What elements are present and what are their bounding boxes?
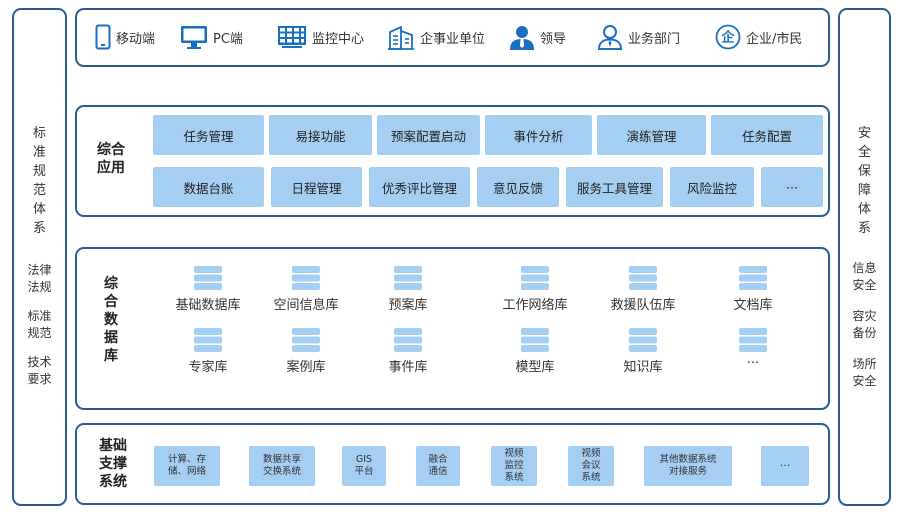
infra-converged-communication[interactable]: 融合通信 [416, 446, 460, 486]
infra-compute-storage-network[interactable]: 计算、存储、网络 [154, 446, 220, 486]
client-pc: PC端 [180, 22, 243, 52]
database-row1-item-1[interactable]: 空间信息库 [251, 265, 361, 313]
database-label: 基础数据库 [175, 298, 241, 313]
database-icon [739, 266, 767, 290]
database-row1-item-2[interactable]: 预案库 [353, 265, 463, 313]
app-more[interactable]: ··· [761, 167, 823, 207]
app-risk-monitoring[interactable]: 风险监控 [670, 167, 754, 207]
app-task-management[interactable]: 任务管理 [153, 115, 264, 155]
database-icon [629, 328, 657, 352]
app-drill-management[interactable]: 演练管理 [597, 115, 706, 155]
mobile-icon [95, 24, 111, 50]
database-row2-item-2[interactable]: 事件库 [353, 327, 463, 375]
monitor-grid-icon [278, 26, 306, 48]
infra-other-data-integration[interactable]: 其他数据系统对接服务 [644, 446, 732, 486]
infra-video-conference[interactable]: 视频会议系统 [568, 446, 614, 486]
standards-specs-label: 标准 规范 [27, 309, 52, 340]
database-icon [194, 328, 222, 352]
database-label: 案例库 [286, 360, 326, 375]
infra-data-sharing-exchange[interactable]: 数据共享交换系统 [249, 446, 315, 486]
standards-system-title: 标 准 规 范 体 系 [32, 126, 46, 236]
integrated-database-layer: 综 合 数 据 库 基础数据库 空间信息库 预案库 工作网络库 救援队伍库 文档库 专家库… [75, 247, 830, 410]
database-icon [739, 328, 767, 352]
security-system-title: 安 全 保 障 体 系 [857, 126, 871, 236]
site-security-label: 场所 安全 [852, 357, 877, 388]
database-icon [629, 266, 657, 290]
database-icon [521, 328, 549, 352]
database-row2-item-0[interactable]: 专家库 [153, 327, 263, 375]
app-easy-access[interactable]: 易接功能 [269, 115, 372, 155]
laws-regulations-label: 法律 法规 [27, 263, 52, 294]
disaster-backup-label: 容灾 备份 [852, 309, 877, 340]
app-schedule-management[interactable]: 日程管理 [271, 167, 362, 207]
client-access-layer: 移动端 PC端 监控中心 [75, 8, 830, 67]
database-icon [394, 266, 422, 290]
leader-icon [510, 26, 534, 50]
security-system-panel: 安 全 保 障 体 系 信息 安全 容灾 备份 场所 安全 [838, 8, 891, 506]
database-row2-item-1[interactable]: 案例库 [251, 327, 361, 375]
database-row1-item-5[interactable]: 文档库 [698, 265, 808, 313]
database-icon [292, 266, 320, 290]
building-icon [388, 25, 414, 50]
client-mobile: 移动端 [95, 22, 155, 52]
client-enterprise-citizen: 企 企业/市民 [715, 22, 802, 52]
database-label: 工作网络库 [502, 298, 568, 313]
app-excellence-rating[interactable]: 优秀评比管理 [369, 167, 470, 207]
database-row1-item-4[interactable]: 救援队伍库 [588, 265, 698, 313]
database-row1-item-3[interactable]: 工作网络库 [480, 265, 590, 313]
database-label: 模型库 [515, 360, 555, 375]
client-monitoring-center: 监控中心 [277, 22, 364, 52]
app-event-analysis[interactable]: 事件分析 [485, 115, 592, 155]
infrastructure-support-label: 基础 支撑 系统 [99, 438, 127, 490]
database-row2-item-4[interactable]: 知识库 [588, 327, 698, 375]
infra-video-surveillance[interactable]: 视频监控系统 [491, 446, 537, 486]
client-enterprise-unit: 企事业单位 [387, 22, 485, 52]
integrated-apps-layer: 综合 应用 任务管理 易接功能 预案配置启动 事件分析 演练管理 任务配置 数据… [75, 105, 830, 217]
app-feedback[interactable]: 意见反馈 [477, 167, 559, 207]
svg-text:企: 企 [720, 30, 735, 46]
database-icon [194, 266, 222, 290]
app-task-config[interactable]: 任务配置 [711, 115, 823, 155]
information-security-label: 信息 安全 [852, 261, 877, 292]
integrated-database-label: 综 合 数 据 库 [104, 276, 118, 364]
client-business-department: 业务部门 [597, 22, 680, 52]
pc-monitor-icon [181, 26, 207, 49]
app-plan-config-launch[interactable]: 预案配置启动 [377, 115, 480, 155]
integrated-apps-label: 综合 应用 [97, 142, 125, 176]
enterprise-icon: 企 [715, 24, 741, 50]
database-label: ··· [746, 356, 760, 371]
database-label: 专家库 [188, 360, 228, 375]
app-service-tools[interactable]: 服务工具管理 [566, 167, 663, 207]
database-label: 预案库 [388, 298, 428, 313]
infra-more[interactable]: ··· [761, 446, 809, 486]
standards-system-panel: 标 准 规 范 体 系 法律 法规 标准 规范 技术 要求 [12, 8, 67, 506]
technical-requirements-label: 技术 要求 [27, 355, 52, 386]
department-user-icon [597, 25, 623, 50]
database-row1-item-0[interactable]: 基础数据库 [153, 265, 263, 313]
database-label: 知识库 [623, 360, 663, 375]
app-data-ledger[interactable]: 数据台账 [153, 167, 264, 207]
database-icon [292, 328, 320, 352]
database-label: 空间信息库 [273, 298, 339, 313]
client-leader: 领导 [509, 22, 566, 52]
database-label: 事件库 [388, 360, 428, 375]
database-row2-item-5[interactable]: ··· [698, 327, 808, 371]
database-row2-item-3[interactable]: 模型库 [480, 327, 590, 375]
database-icon [394, 328, 422, 352]
database-label: 文档库 [733, 298, 773, 313]
database-label: 救援队伍库 [610, 298, 676, 313]
database-icon [521, 266, 549, 290]
